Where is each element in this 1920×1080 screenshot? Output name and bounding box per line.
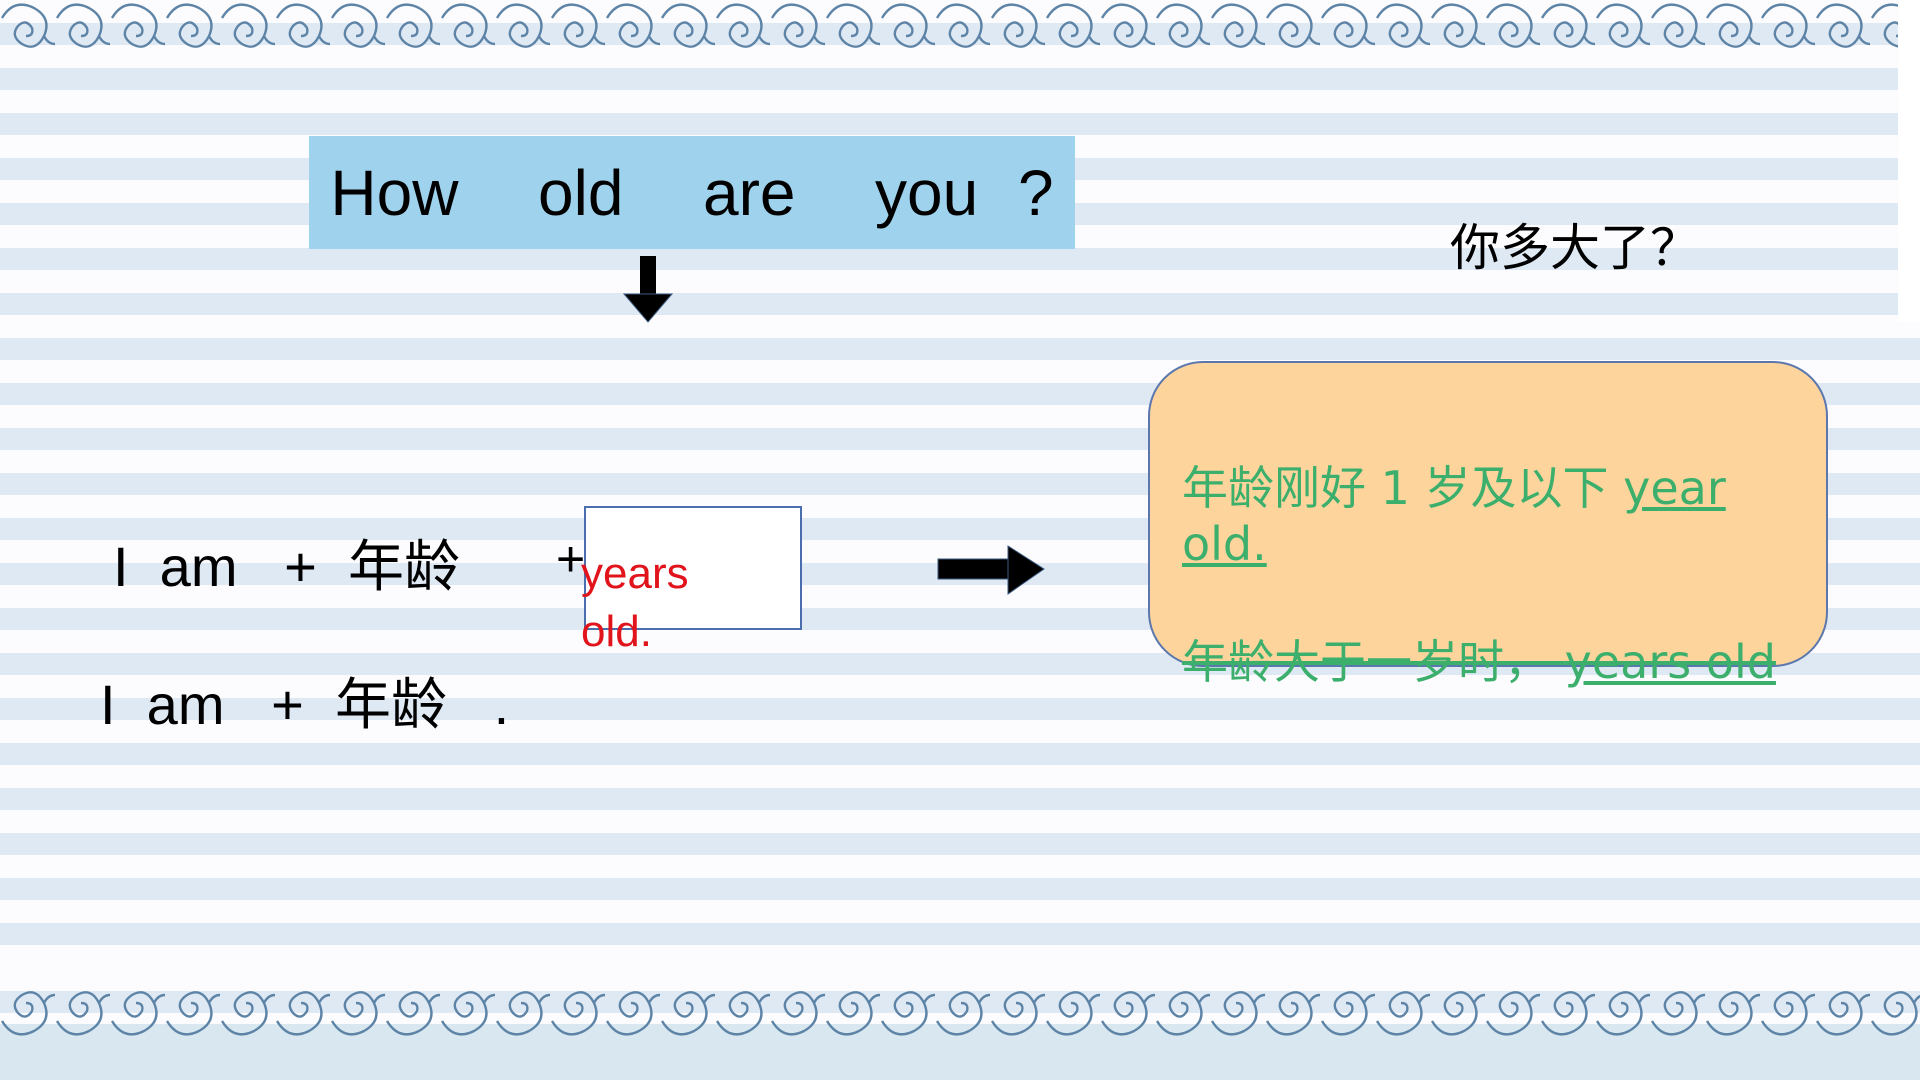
note-line-2-link[interactable]: years old [1564,635,1776,689]
answer-text: years old. [581,549,689,656]
arrow-right-icon [937,545,1045,595]
formula-line-1: I am + 年龄 [113,535,460,598]
bottom-swirl-border [0,975,1920,1039]
note-line-2-text: 年龄大于一岁时， [1182,635,1565,689]
answer-box [584,506,802,630]
title-box: How old are you ? [309,136,1075,249]
top-swirl-border [0,0,1920,64]
note-line-1-link[interactable]: year old. [1182,461,1726,571]
right-edge-strip [1898,0,1920,322]
translation-text: 你多大了？ [1450,219,1700,277]
note-box [1148,361,1828,667]
note-line-2: 年龄大于一岁时， years old [1182,634,1776,690]
formula-line-2: I am + 年龄 . [100,673,510,736]
note-line-1: 年龄刚好 1 岁及以下 year old. [1182,460,1782,572]
arrow-down-icon [622,256,674,323]
slide-title: How old are you ? [330,156,1054,229]
note-line-1-text: 年龄刚好 1 岁及以下 [1182,461,1624,515]
formula-plus: + [556,531,586,587]
